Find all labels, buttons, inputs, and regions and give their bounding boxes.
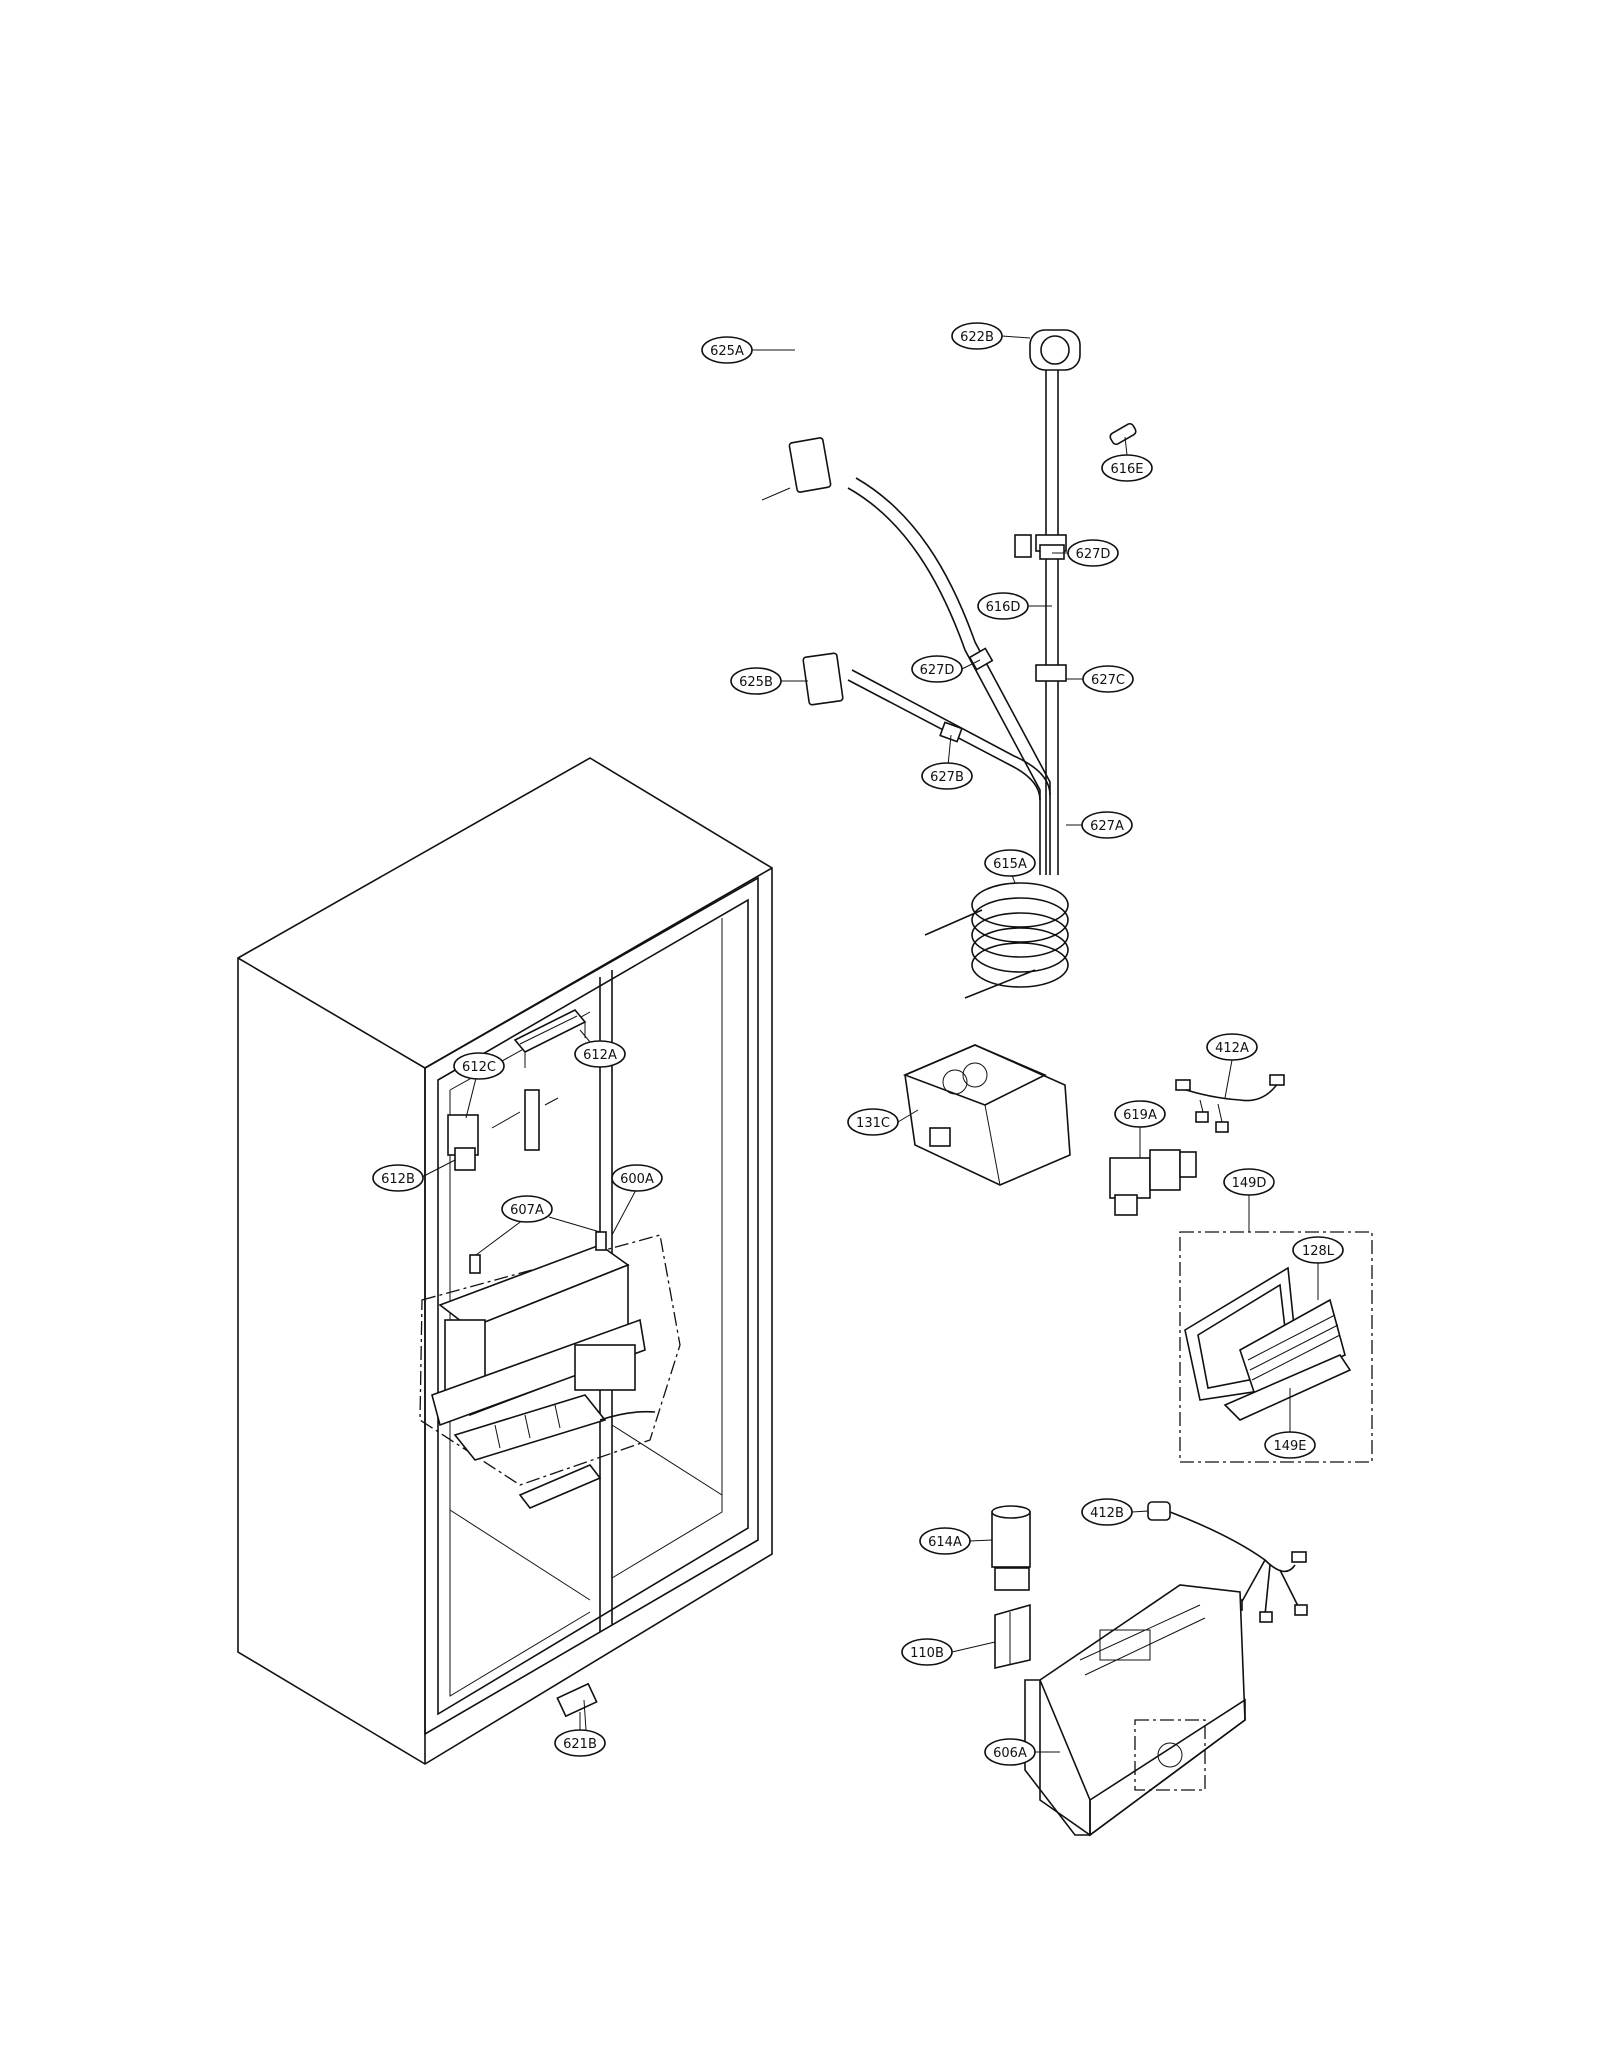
callout-612A: 612A (574, 1040, 626, 1068)
svg-text:128L: 128L (1302, 1244, 1335, 1259)
callout-149E: 149E (1264, 1431, 1316, 1459)
svg-text:621B: 621B (563, 1737, 597, 1752)
water-tube-assembly (847, 329, 1081, 875)
svg-text:627D: 627D (1076, 547, 1111, 562)
svg-text:612B: 612B (381, 1172, 415, 1187)
callout-616E: 616E (1101, 454, 1153, 482)
svg-text:616E: 616E (1110, 462, 1143, 477)
svg-text:412B: 412B (1090, 1506, 1124, 1521)
solenoid-614A (991, 1505, 1031, 1591)
callout-606A: 606A (984, 1738, 1036, 1766)
svg-text:412A: 412A (1215, 1041, 1249, 1056)
svg-text:627C: 627C (1091, 673, 1125, 688)
refrigerator-cabinet (237, 757, 773, 1765)
svg-text:625B: 625B (739, 675, 773, 690)
svg-text:627D: 627D (920, 663, 955, 678)
svg-text:615A: 615A (993, 857, 1027, 872)
svg-text:600A: 600A (620, 1172, 654, 1187)
callout-627C: 627C (1082, 665, 1134, 693)
callout-615A: 615A (984, 849, 1036, 877)
svg-text:607A: 607A (510, 1203, 544, 1218)
callout-614A: 614A (919, 1527, 971, 1555)
callout-131C: 131C (847, 1108, 899, 1136)
callout-412A: 412A (1206, 1033, 1258, 1061)
svg-text:606A: 606A (993, 1746, 1027, 1761)
callout-627D-top: 627D (1067, 539, 1119, 567)
svg-text:612A: 612A (583, 1048, 617, 1063)
water-fitting-621B (556, 1682, 598, 1731)
leader-lines (419, 335, 1319, 1753)
water-valve-619A (1109, 1149, 1197, 1216)
svg-text:627A: 627A (1090, 819, 1124, 834)
coiled-tube-615A (924, 882, 1069, 999)
callout-622B: 622B (951, 322, 1003, 350)
svg-text:622B: 622B (960, 330, 994, 345)
callout-128L: 128L (1292, 1236, 1344, 1264)
svg-text:625A: 625A (710, 344, 744, 359)
svg-text:612C: 612C (462, 1060, 496, 1075)
callout-619A: 619A (1114, 1100, 1166, 1128)
callout-612B: 612B (372, 1164, 424, 1192)
mounting-bracket-612A (513, 1009, 587, 1068)
callout-616D: 616D (977, 592, 1029, 620)
clip-110B (994, 1603, 1031, 1670)
bracket-612C (447, 1089, 559, 1171)
svg-text:149E: 149E (1273, 1439, 1306, 1454)
callout-110B: 110B (901, 1638, 953, 1666)
svg-text:627B: 627B (930, 770, 964, 785)
svg-text:619A: 619A (1123, 1108, 1157, 1123)
callout-625B: 625B (730, 667, 782, 695)
pin-616E (1109, 422, 1137, 446)
grille-kit-149D (1179, 1231, 1373, 1463)
svg-text:110B: 110B (910, 1646, 944, 1661)
svg-text:614A: 614A (928, 1535, 962, 1550)
callout-627A: 627A (1081, 811, 1133, 839)
callout-607A: 607A (501, 1195, 553, 1223)
callout-627D-mid: 627D (911, 655, 963, 683)
callout-621B: 621B (554, 1729, 606, 1757)
dispenser-housing-606A (1024, 1584, 1246, 1837)
svg-text:149D: 149D (1232, 1176, 1267, 1191)
callout-labels: 625A 622B 616E 627D 616D 627D 625B 627C (372, 322, 1344, 1766)
callout-612C: 612C (453, 1052, 505, 1080)
connector-625B (802, 652, 844, 706)
callout-149D: 149D (1223, 1168, 1275, 1196)
svg-text:131C: 131C (856, 1116, 890, 1131)
ice-bin-131C (902, 1044, 1071, 1186)
callout-600A: 600A (611, 1164, 663, 1192)
callout-627B: 627B (921, 762, 973, 790)
wire-harness-412A (1175, 1074, 1285, 1133)
callout-412B: 412B (1081, 1498, 1133, 1526)
callout-625A: 625A (701, 336, 753, 364)
icemaker-assembly (419, 1231, 681, 1509)
svg-text:616D: 616D (986, 600, 1021, 615)
connector-625A (761, 437, 832, 501)
